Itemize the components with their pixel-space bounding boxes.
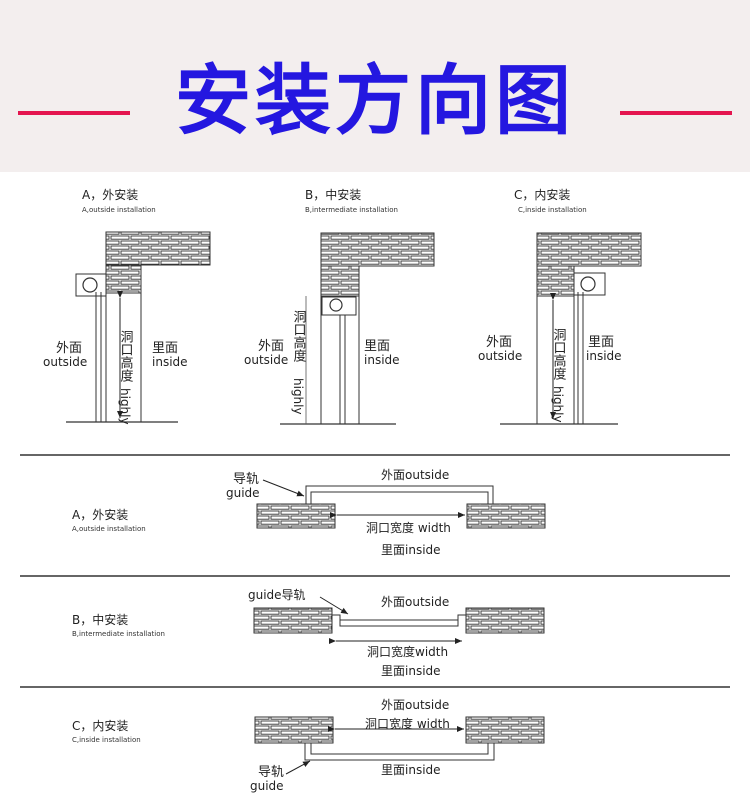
plan-c-guide-pointer (285, 760, 311, 775)
plan-a-inside: 里面inside (381, 543, 441, 557)
plan-b-width: 洞口宽度width (367, 644, 448, 659)
elevation-a-wall-bricks (105, 264, 142, 294)
elevation-a-inside-cn: 里面 (152, 341, 178, 356)
elevation-b-subtitle: B,intermediate installation (305, 206, 398, 214)
plan-a-left-wall (256, 503, 336, 529)
elevation-a-title: A，外安装 (82, 187, 138, 202)
plan-c-guide-rail (310, 743, 489, 755)
plan-b-title: B，中安装 (72, 612, 128, 627)
elevation-c-roller (580, 276, 596, 292)
plan-a-guide-cn: 导轨 (233, 472, 259, 487)
plan-a-guide-rail (305, 485, 494, 504)
plan-a-subtitle: A,outside installation (72, 525, 146, 533)
plan-a-outside: 外面outside (381, 468, 449, 482)
right-decor-line (620, 111, 732, 115)
plan-b: B，中安装 B,intermediate installation guide导… (72, 588, 545, 678)
elevation-b-outside-cn: 外面 (258, 339, 284, 354)
plan-b-subtitle: B,intermediate installation (72, 630, 165, 638)
plan-c-guide-rail (304, 743, 495, 761)
elevation-a-height-en: highly (118, 388, 132, 425)
elevation-c-outside-cn: 外面 (486, 335, 512, 350)
plan-a-right-wall (466, 503, 546, 529)
plan-c-guide-en: guide (250, 779, 284, 793)
elevation-c-outside-en: outside (478, 349, 522, 363)
elevation-b-wall-bricks (320, 265, 360, 297)
elevation-a-subtitle: A,outside installation (82, 206, 156, 214)
plan-a-title: A，外安装 (72, 507, 128, 522)
elevation-b-height-en: highly (291, 378, 305, 415)
plan-a-guide-pointer (262, 479, 305, 497)
elevation-b-height-cn: 洞口高度 (291, 310, 307, 362)
plan-b-inside: 里面inside (381, 664, 441, 678)
elevation-c-inside-cn: 里面 (588, 335, 614, 350)
elevation-c-inside-en: inside (586, 349, 622, 363)
plan-c-subtitle: C,inside installation (72, 736, 141, 744)
plan-a-guide-en: guide (226, 486, 260, 500)
plan-b-outside: 外面outside (381, 595, 449, 609)
elevation-a-inside-en: inside (152, 355, 188, 369)
elevation-a-height-cn: 洞口高度 (118, 330, 134, 382)
elevation-b-roller (329, 298, 343, 312)
elevation-a-lintel-bricks (105, 231, 211, 266)
elevation-c: C，内安装 C,inside installation 洞口高度 highly … (478, 187, 642, 425)
elevation-b-outside-en: outside (244, 353, 288, 367)
plan-c-right-wall (465, 716, 545, 744)
plan-a-width: 洞口宽度 width (366, 520, 451, 535)
elevation-c-height-en: highly (551, 386, 565, 423)
plan-b-left-wall (253, 607, 333, 634)
elevation-b-title: B，中安装 (305, 187, 361, 202)
plan-b-guide: guide导轨 (248, 588, 306, 602)
plan-c-left-wall (254, 716, 334, 744)
elevation-c-height-cn: 洞口高度 (551, 328, 567, 380)
plan-c-width: 洞口宽度 width (365, 716, 450, 731)
elevation-c-title: C，内安装 (514, 187, 570, 202)
plan-b-guide-pointer (319, 596, 349, 615)
elevation-b-inside-cn: 里面 (364, 339, 390, 354)
elevation-b-lintel-bricks (320, 232, 435, 267)
elevation-b-inside-en: inside (364, 353, 400, 367)
header-banner: 安装方向图 (0, 0, 750, 172)
elevation-a: A，外安装 A,outside installation 洞口高度 highly… (43, 187, 211, 425)
elevation-c-lintel-bricks (536, 232, 642, 267)
plan-b-guide-rail (332, 614, 466, 627)
plan-c-inside: 里面inside (381, 763, 441, 777)
elevation-a-outside-en: outside (43, 355, 87, 369)
elevation-b: B，中安装 B,intermediate installation 洞口高度 h… (244, 187, 435, 425)
plan-b-right-wall (465, 607, 545, 634)
left-decor-line (18, 111, 130, 115)
elevation-c-subtitle: C,inside installation (518, 206, 587, 214)
plan-c-outside: 外面outside (381, 698, 449, 712)
plan-c-guide-cn: 导轨 (258, 765, 284, 780)
plan-a-guide-rail (310, 491, 489, 504)
elevation-c-wall-bricks (536, 265, 575, 297)
plan-c: C，内安装 C,inside installation 外面outside 洞口… (72, 698, 545, 793)
plan-c-title: C，内安装 (72, 718, 128, 733)
plan-a: A，外安装 A,outside installation 导轨 guide 外面… (72, 468, 546, 557)
elevation-a-outside-cn: 外面 (56, 341, 82, 356)
page-title: 安装方向图 (175, 56, 575, 145)
elevation-a-roller (82, 277, 98, 293)
